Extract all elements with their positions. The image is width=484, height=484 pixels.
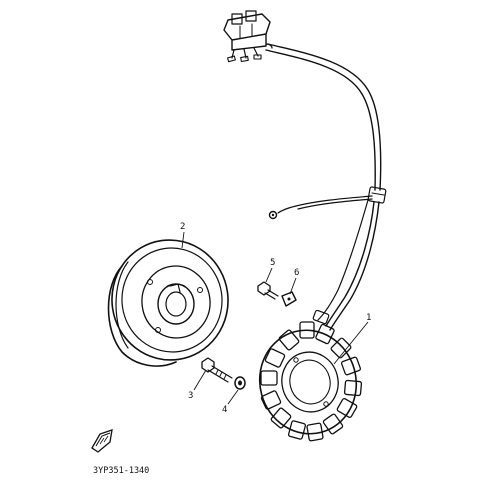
- callout-4: 4: [222, 405, 227, 415]
- washer-part-4: [234, 376, 246, 390]
- front-arrow-icon: [91, 429, 113, 453]
- clamp-part-6: [281, 291, 297, 307]
- callout-5: 5: [270, 258, 275, 268]
- rotor-flywheel: [107, 239, 229, 367]
- screw-part-5: [257, 281, 279, 300]
- callout-1: 1: [366, 313, 371, 323]
- callout-6: 6: [294, 268, 299, 278]
- diagram-code: 3YP351-1340: [93, 466, 149, 476]
- bolt-part-3: [201, 357, 233, 383]
- callout-2: 2: [180, 222, 185, 232]
- wire-harness: [265, 43, 387, 331]
- callout-leaders: [181, 231, 369, 405]
- wire-connector: [223, 10, 273, 63]
- stator-assembly: [258, 321, 363, 442]
- callout-3: 3: [188, 391, 193, 401]
